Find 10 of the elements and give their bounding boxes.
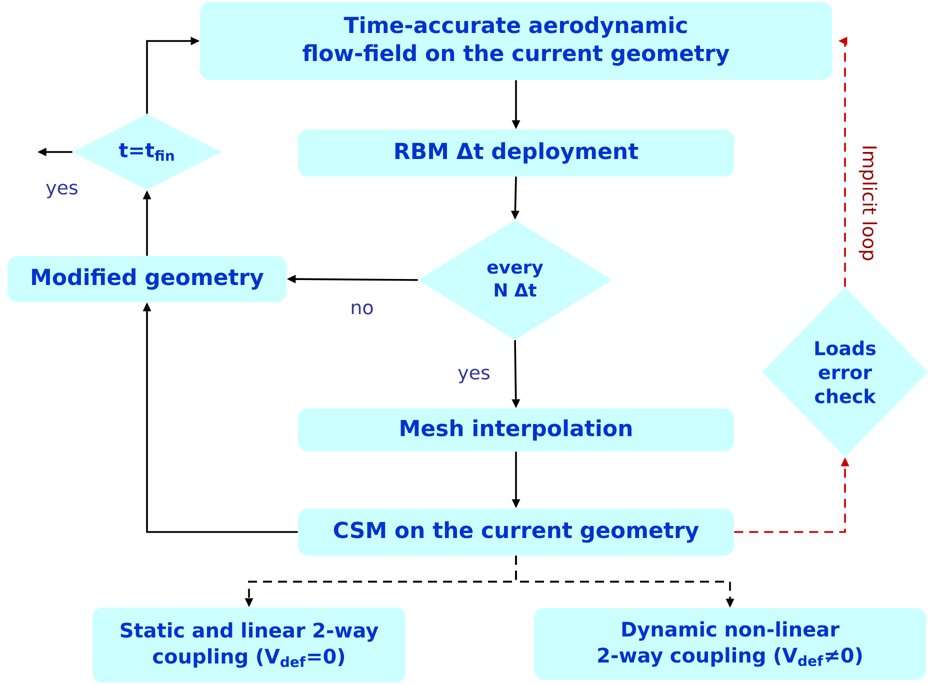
edge-label: no: [349, 302, 375, 316]
process-box: Time-accurate aerodynamic flow-field on the current geometry: [200, 2, 832, 80]
edge-label: Implicit loop: [858, 144, 878, 262]
process-box: Modified geometry: [8, 256, 286, 302]
process-box: CSM on the current geometry: [298, 508, 734, 556]
edge-label: yes: [456, 368, 492, 384]
result-box: Static and linear 2-way coupling (V$_{def}$=0): [92, 608, 406, 682]
process-box: Mesh interpolation: [298, 408, 734, 452]
process-box: RBM Δt deployment: [298, 130, 734, 176]
result-box: Dynamic non-linear 2-way coupling (V$_{def}$≠0): [534, 608, 926, 680]
